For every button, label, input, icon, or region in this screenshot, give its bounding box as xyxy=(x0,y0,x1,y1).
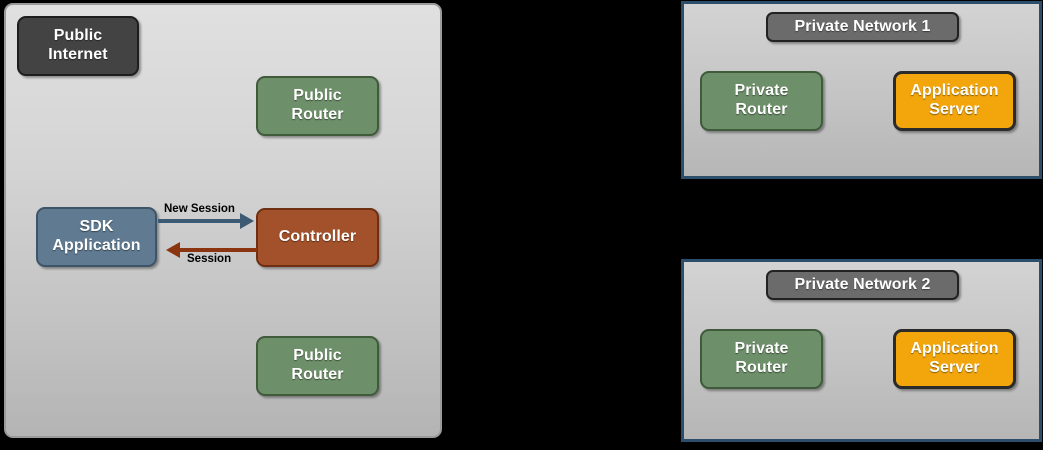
arrow-head-left-icon xyxy=(166,242,180,258)
connector-session-line xyxy=(180,248,257,252)
node-public-router-top[interactable]: Public Router xyxy=(256,76,379,136)
connector-new-session-line xyxy=(158,219,242,223)
connector-new-session-label: New Session xyxy=(164,203,235,215)
node-public-internet[interactable]: Public Internet xyxy=(17,16,139,76)
node-private-router-1[interactable]: Private Router xyxy=(700,71,823,131)
private-network-1-panel: Private Network 1 Private Router Applica… xyxy=(681,1,1042,179)
node-sdk-application[interactable]: SDK Application xyxy=(36,207,157,267)
node-application-server-1[interactable]: Application Server xyxy=(893,71,1016,131)
node-application-server-2[interactable]: Application Server xyxy=(893,329,1016,389)
node-public-router-bottom[interactable]: Public Router xyxy=(256,336,379,396)
private-network-2-panel: Private Network 2 Private Router Applica… xyxy=(681,259,1042,442)
private-network-1-title: Private Network 1 xyxy=(766,12,959,42)
public-internet-panel: Public Internet Public Router SDK Applic… xyxy=(4,3,442,438)
node-private-router-2[interactable]: Private Router xyxy=(700,329,823,389)
arrow-head-right-icon xyxy=(240,213,254,229)
node-controller[interactable]: Controller xyxy=(256,208,379,267)
connector-session-label: Session xyxy=(187,253,232,265)
private-network-2-title: Private Network 2 xyxy=(766,270,959,300)
